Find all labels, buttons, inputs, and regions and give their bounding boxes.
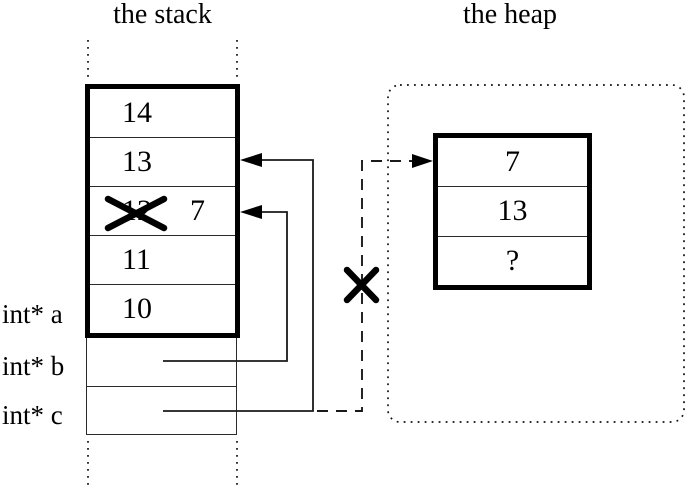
cross-stroke (343, 266, 380, 304)
heap-cell-value: 13 (497, 194, 528, 228)
pointer-b-arrowhead-icon (240, 205, 262, 219)
heap-cell-value: 7 (505, 145, 520, 179)
old-heap-pointer-line (317, 160, 414, 412)
stack-cell: 10 (90, 284, 235, 333)
old-heap-pointer-arrowhead-icon (412, 154, 433, 168)
stack-cell-value: 14 (122, 96, 152, 129)
pointer-cell-c (87, 385, 236, 435)
cross-stroke (343, 266, 380, 304)
stack-cell: 14 (90, 89, 235, 137)
heap-cell: 7 (438, 138, 587, 186)
stack-cell-value: 13 (122, 145, 152, 178)
stack-cell-crossed: 12 7 (90, 186, 235, 235)
stack-cell: 11 (90, 235, 235, 284)
stack-cell-old-value: 12 (122, 194, 152, 227)
stack-title: the stack (113, 0, 212, 30)
stack-cell-value: 11 (122, 243, 151, 276)
pointer-label-c: int* c (2, 400, 63, 430)
heap-cell: ? (438, 235, 587, 285)
pointer-cell-b (87, 338, 236, 386)
stack-box: 14 13 12 7 11 10 (85, 84, 240, 338)
pointer-c-arrowhead-icon (240, 153, 262, 167)
heap-title: the heap (462, 0, 558, 30)
heap-box: 7 13 ? (433, 133, 592, 290)
cross-out-icon (343, 266, 380, 304)
heap-cell: 13 (438, 186, 587, 235)
stack-cell-value: 10 (122, 292, 152, 325)
pointer-label-b: int* b (2, 351, 65, 381)
stack-pointer-cells (86, 338, 237, 435)
stack-cell: 13 (90, 137, 235, 186)
stack-cell-new-value: 7 (190, 194, 205, 227)
pointer-label-a: int* a (2, 299, 63, 329)
heap-cell-value: ? (505, 243, 520, 277)
